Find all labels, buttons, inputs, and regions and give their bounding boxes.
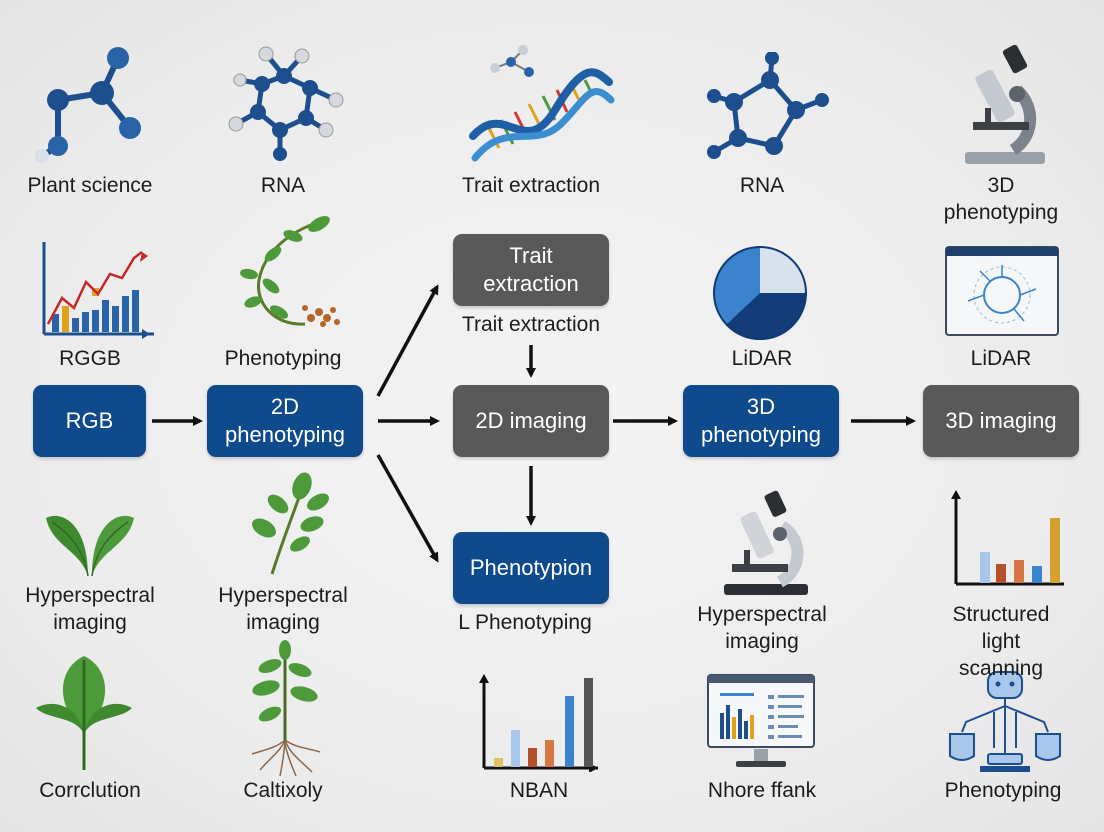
arrow-2d-phenotyping-to-trait-extraction [376,284,439,397]
leaf-icon [36,656,132,770]
seedling-roots-icon [251,640,321,777]
label-corrclution: Corrclution [39,779,141,802]
label-plant-science: Plant science [27,174,153,197]
label-hyperspectral-2: Hyperspectral imaging [218,584,348,634]
label-hyperspectral-3: Hyperspectral imaging [697,603,827,653]
plant-sprig-icon [252,472,329,575]
label-l-phenotyping: L Phenotyping [458,611,592,634]
growth-chart-icon [42,242,154,339]
node-trait-extraction: Trait extraction [453,234,609,306]
node-phenotypion: Phenotypion [453,532,609,604]
label-rna-1: RNA [260,174,306,197]
node-2d-imaging: 2D imaging [453,385,609,457]
ring-molecule-icon [228,46,344,161]
leaf-pair-icon [46,515,134,577]
label-lidar-1: LiDAR [731,347,793,370]
microscope-icon [965,44,1045,164]
label-caltixoly: Caltixoly [243,779,323,802]
label-nban: NBAN [509,779,569,802]
bar-chart-icon [951,490,1064,586]
label-phenotyping-bottom: Phenotyping [944,779,1062,802]
node-rgb: RGB [33,385,146,457]
label-nhore-ffank: Nhore ffank [707,779,817,802]
node-3d-phenotyping: 3D phenotyping [683,385,839,457]
scanner-robot-icon [949,671,1061,772]
label-phenotyping-vine: Phenotyping [224,347,342,370]
molecule-icon [35,47,141,163]
bar-chart-icon [479,674,598,772]
node-3d-imaging: 3D imaging [923,385,1079,457]
arrow-2d-phenotyping-to-phenotypion [376,454,439,563]
node-2d-phenotyping: 2D phenotyping [207,385,363,457]
dashboard-monitor-icon [707,674,815,767]
label-hyperspectral-1: Hyperspectral imaging [25,584,155,634]
label-trait-extraction-mid: Trait extraction [461,313,601,336]
ring-molecule-icon [707,52,829,159]
vine-plant-icon [240,216,340,327]
pie-chart-icon [713,246,807,341]
label-rna-2: RNA [739,174,785,197]
label-structured-light: Structured light scanning [952,603,1050,680]
label-3d-phenotyping-top: 3D phenotyping [943,174,1059,224]
label-rggb: RGGB [59,347,121,370]
dna-helix-icon [469,45,615,162]
label-trait-extraction-top: Trait extraction [461,174,601,197]
microscope-icon [724,490,808,595]
label-lidar-2: LiDAR [970,347,1032,370]
monitor-diagram-icon [945,246,1059,336]
